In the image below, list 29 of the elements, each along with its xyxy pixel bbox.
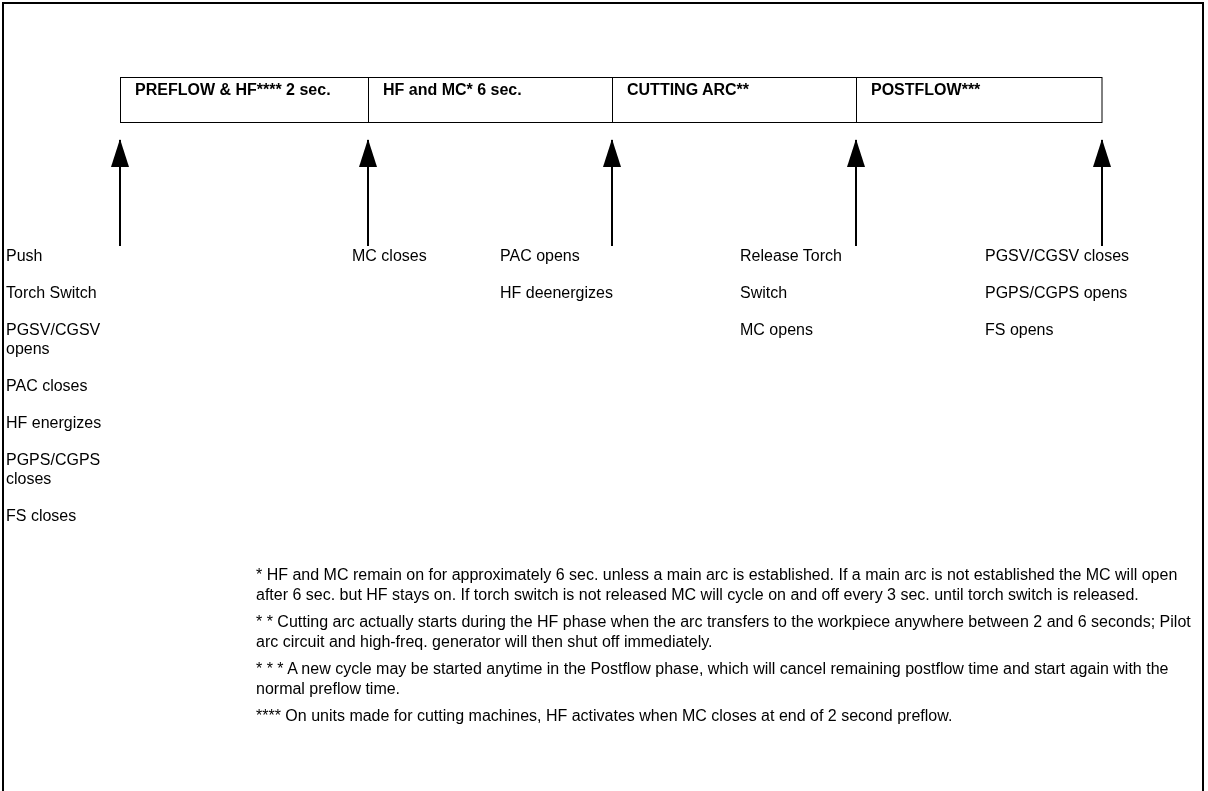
event-text: Switch <box>740 283 789 302</box>
event-text: MC closes <box>352 246 428 265</box>
event-text: PGSV/CGSV closes <box>985 246 1131 265</box>
event-text: PGSV/CGSV opens <box>6 320 102 358</box>
event-text: Push <box>6 246 44 265</box>
event-text: PGPS/CGPS closes <box>6 450 102 488</box>
phase-segment: PREFLOW & HF**** 2 sec. <box>120 77 368 123</box>
event-text: FS closes <box>6 506 78 525</box>
event-text: MC opens <box>740 320 814 339</box>
event-text: HF energizes <box>6 413 103 432</box>
arrow <box>847 139 865 247</box>
event-text: Torch Switch <box>6 283 98 302</box>
event-text: PAC closes <box>6 376 89 395</box>
arrow <box>603 139 621 247</box>
event-text: Release Torch <box>740 246 843 265</box>
footnote: * * * A new cycle may be started anytime in the Postflow phase, which will cancel remaining postflow time and start again with the normal preflow time. <box>256 659 1170 699</box>
phase-segment: HF and MC* 6 sec. <box>368 77 612 123</box>
event-text: PAC opens <box>500 246 581 265</box>
arrow <box>111 139 129 247</box>
phase-segment: CUTTING ARC** <box>612 77 856 123</box>
event-text: HF deenergizes <box>500 283 614 302</box>
phase-segment: POSTFLOW*** <box>856 77 1102 123</box>
arrow <box>359 139 377 247</box>
event-text: PGPS/CGPS opens <box>985 283 1129 302</box>
footnote: **** On units made for cutting machines, HF activates when MC closes at end of 2 second preflow. <box>256 706 954 726</box>
event-text: FS opens <box>985 320 1055 339</box>
footnote: * HF and MC remain on for approximately 6 sec. unless a main arc is established. If a main arc is not established the MC will open after 6 sec. but HF stays on. If torch switch is not released MC will cycle on and off every 3 sec. until torch switch is released. <box>256 565 1179 605</box>
arrow <box>1093 139 1111 247</box>
footnote: * * Cutting arc actually starts during the HF phase when the arc transfers to the workpiece anywhere between 2 and 6 seconds; Pilot arc circuit and high-freq. generator will then shut off immediately. <box>256 612 1192 652</box>
